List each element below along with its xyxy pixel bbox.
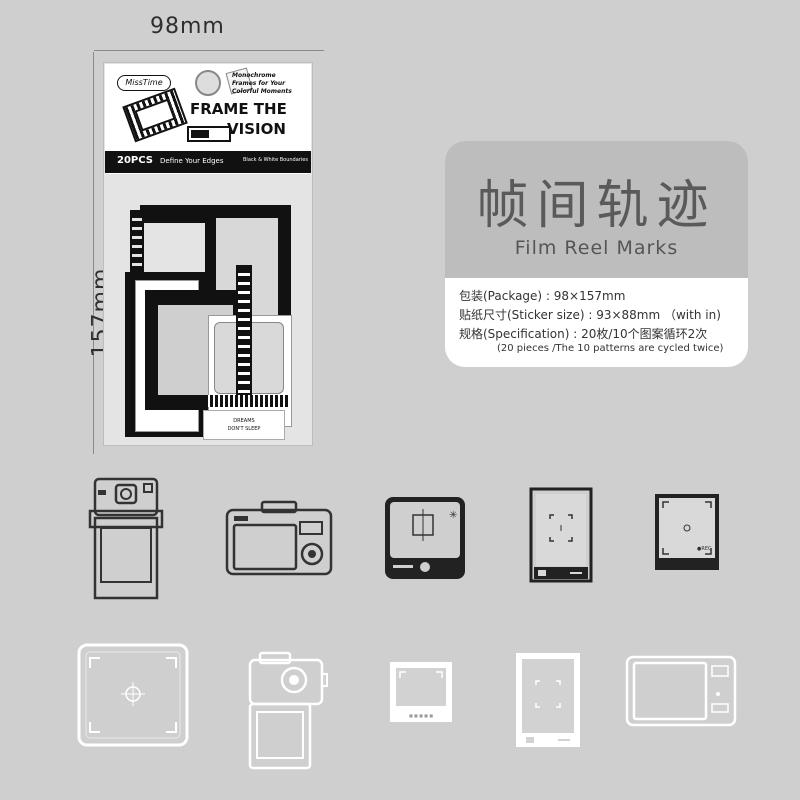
package-title-line2: VISION <box>227 120 286 138</box>
product-title-cn: 帧间轨迹 <box>476 176 717 236</box>
white-flip-camera-icon <box>248 651 328 770</box>
package-series: Black & White Boundaries <box>243 157 308 163</box>
sticker-film-strip-right <box>236 265 252 399</box>
white-viewfinder-icon <box>77 643 189 747</box>
battery-icon <box>187 126 231 142</box>
spec-package: 包装(Package) : 98×157mm <box>459 289 626 303</box>
product-info-card: 帧间轨迹 Film Reel Marks 包装(Package) : 98×15… <box>445 141 748 367</box>
photo-frame-icon <box>529 487 593 583</box>
package-strip <box>105 151 311 173</box>
sticker-dreams-card: DREAMS DON'T SLEEP <box>203 410 285 440</box>
package-tagline: Monochrome Frames for Your Colorful Mome… <box>232 72 292 95</box>
svg-text:■ ■ ■ ■ ■: ■ ■ ■ ■ ■ <box>409 713 433 718</box>
white-photo-frame-icon <box>516 653 580 747</box>
white-polaroid-icon: ■ ■ ■ ■ ■ <box>390 662 452 722</box>
package-count: 20PCS <box>117 155 153 166</box>
brand-logo: MissTime <box>117 75 171 91</box>
package-subtitle: Define Your Edges <box>160 157 224 165</box>
height-dimension-line <box>93 52 94 454</box>
svg-text:●REC: ●REC <box>697 546 712 552</box>
circle-decoration-icon <box>195 70 221 96</box>
digital-camera-icon <box>225 500 333 576</box>
white-camcorder-icon <box>625 655 737 727</box>
svg-text:✳: ✳ <box>449 510 457 521</box>
width-dimension-label: 98mm <box>150 14 225 39</box>
spec-size: 贴纸尺寸(Sticker size) : 93×88mm （with in) <box>459 308 721 322</box>
instant-camera-icon <box>88 477 164 600</box>
spec-note: (20 pieces /The 10 patterns are cycled t… <box>497 343 724 354</box>
sticker-perforation-strip <box>205 395 290 407</box>
rec-frame-icon: ●REC <box>655 494 719 570</box>
package-title-line1: FRAME THE <box>190 100 287 118</box>
width-dimension-line <box>94 50 324 51</box>
viewfinder-screen-icon: ✳ <box>385 497 465 579</box>
sticker-black-bar <box>140 205 210 223</box>
card-title-band <box>445 141 748 278</box>
product-title-en: Film Reel Marks <box>514 237 679 259</box>
spec-count: 规格(Specification) : 20枚/10个图案循环2次 <box>459 327 708 341</box>
